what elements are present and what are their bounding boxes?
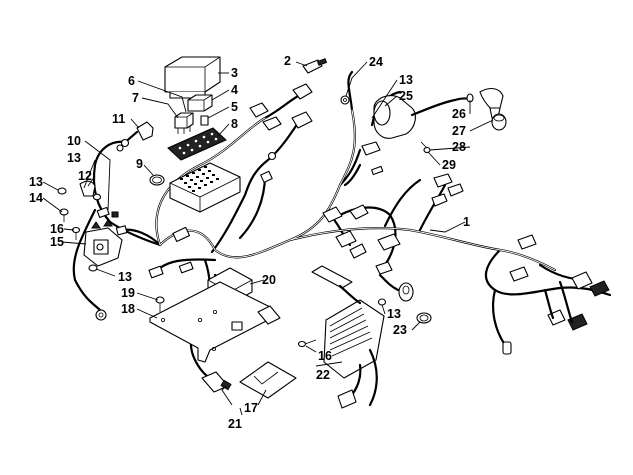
fuse-box-cover (164, 56, 221, 99)
terminal-boot (116, 121, 154, 152)
spark-plug-boot (491, 113, 507, 131)
callout-16-regulator: 16 (318, 349, 332, 363)
callout-11: 11 (112, 112, 125, 126)
callout-7: 7 (132, 91, 139, 105)
cdi-connectors (148, 226, 194, 279)
solenoid-boot (79, 180, 96, 197)
callout-13-solenoid: 13 (118, 270, 132, 284)
callout-24: 24 (369, 55, 383, 69)
mounting-bolt (155, 296, 165, 312)
callout-10: 10 (67, 134, 81, 148)
battery-cable-terminal (120, 138, 130, 148)
callout-13-top-right: 13 (399, 73, 413, 87)
ignition-coil (373, 95, 474, 139)
wire-highlights (156, 109, 556, 271)
callout-14: 14 (29, 191, 43, 205)
mounting-plate (149, 281, 281, 363)
callout-15: 15 (50, 235, 64, 249)
fuse-strip (167, 127, 227, 161)
nut-solenoid-base (88, 264, 98, 272)
relay (187, 94, 213, 112)
callout-4: 4 (231, 83, 238, 97)
callout-19: 19 (121, 286, 135, 300)
coil-screw (420, 141, 431, 154)
callout-18: 18 (121, 302, 135, 316)
regulator-screw (297, 339, 317, 348)
callout-13-upper-left: 13 (67, 151, 81, 165)
ground-ring-terminal (340, 95, 350, 105)
flasher-relay (174, 112, 194, 134)
callout-22: 22 (316, 368, 330, 382)
leader-lines (42, 61, 494, 416)
right-connector-cluster (502, 234, 610, 355)
callout-27: 27 (452, 124, 466, 138)
voltage-regulator (323, 299, 385, 409)
callout-23: 23 (393, 323, 407, 337)
callout-17: 17 (244, 401, 258, 415)
clip-ring-right (416, 312, 432, 324)
screw-left (59, 208, 69, 222)
callout-25: 25 (399, 89, 413, 103)
grommet-connectors (260, 151, 277, 183)
fuse-holder-block (169, 162, 241, 213)
left-connector-cluster (96, 206, 128, 236)
callout-3: 3 (231, 66, 238, 80)
nut-regulator (377, 298, 387, 306)
relay-connectors (249, 102, 313, 131)
middle-connector-cluster (322, 141, 464, 275)
bolt-solenoid (71, 226, 81, 240)
ground-cable-terminal (95, 309, 107, 321)
regulator-connector (311, 265, 362, 305)
callout-12: 12 (78, 169, 92, 183)
callout-9: 9 (136, 157, 143, 171)
callout-labels: 1 2 3 4 5 6 7 8 9 10 11 12 13 13 13 13 1… (29, 54, 470, 431)
callout-13-left: 13 (29, 175, 43, 189)
wire-clip-ring (149, 174, 165, 186)
callout-26: 26 (452, 107, 466, 121)
callout-29: 29 (442, 158, 456, 172)
callout-1: 1 (463, 215, 470, 229)
callout-20: 20 (262, 273, 276, 287)
nut-left-upper (57, 187, 67, 195)
starter-solenoid (83, 219, 123, 267)
decal-sheet (239, 361, 297, 399)
callout-6: 6 (128, 74, 135, 88)
callout-2: 2 (284, 54, 291, 68)
nut-left-mid (92, 193, 102, 201)
callout-5: 5 (231, 100, 238, 114)
light-socket (378, 273, 414, 302)
callout-8: 8 (231, 117, 238, 131)
callout-16-left: 16 (50, 222, 64, 236)
fuse (200, 115, 209, 126)
connector-top (292, 58, 328, 100)
callout-13-regulator: 13 (387, 307, 401, 321)
callout-21: 21 (228, 417, 242, 431)
callout-28: 28 (452, 140, 466, 154)
